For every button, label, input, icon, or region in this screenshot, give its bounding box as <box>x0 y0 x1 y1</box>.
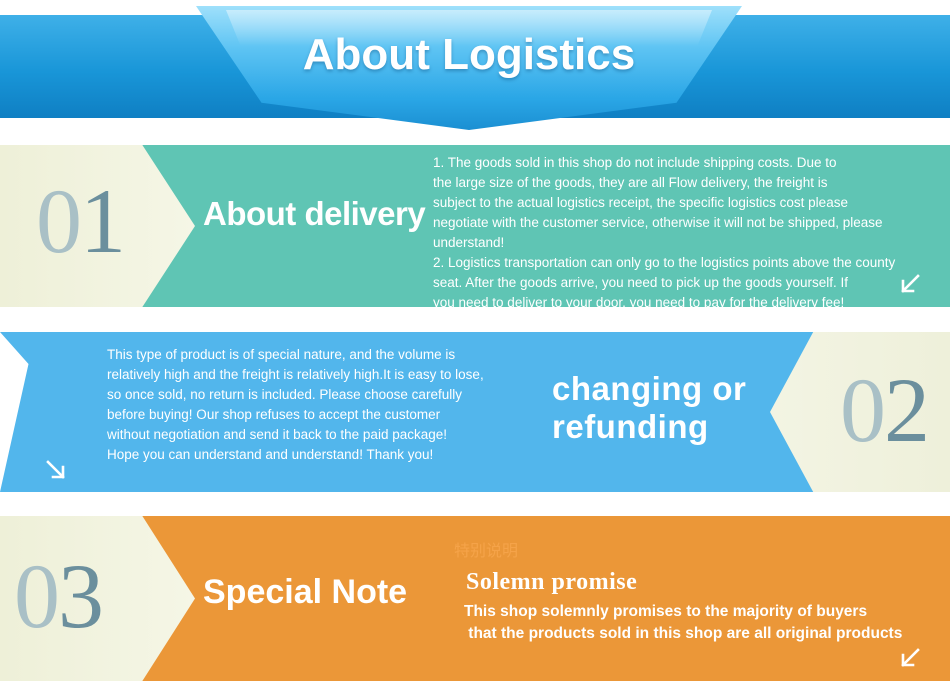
arrow-down-left-icon <box>898 272 922 300</box>
section-03-title: Special Note <box>203 573 408 611</box>
number-digit: 3 <box>58 545 104 647</box>
section-01-line: negotiate with the customer service, oth… <box>433 215 883 230</box>
section-02-line: relatively high and the freight is relat… <box>107 367 484 382</box>
header-shine <box>226 10 712 46</box>
section-01-number-text: 0 <box>36 170 82 272</box>
section-02-line: without negotiation and send it back to … <box>107 427 447 442</box>
section-02-line: This type of product is of special natur… <box>107 347 456 362</box>
page-title: About Logistics <box>302 30 636 79</box>
section-03-number: 03 <box>14 550 104 642</box>
section-02-text: This type of product is of special natur… <box>107 345 537 465</box>
section-01-line: the large size of the goods, they are al… <box>433 175 828 190</box>
number-digit: 2 <box>884 359 930 461</box>
section-01-line: subject to the actual logistics receipt,… <box>433 195 848 210</box>
section-02-number-tab <box>770 332 950 492</box>
section-01-line: you need to deliver to your door, you ne… <box>433 295 845 310</box>
section-02-title: changing or refunding <box>552 370 746 446</box>
section-01-line: 1. The goods sold in this shop do not in… <box>433 155 837 170</box>
section-03-line: This shop solemnly promises to the major… <box>464 603 868 620</box>
section-03-number-text: 0 <box>14 545 60 647</box>
section-02-line: so once sold, no return is included. Ple… <box>107 387 462 402</box>
section-02-title-line: changing or <box>552 370 747 407</box>
section-01-line: understand! <box>433 235 505 250</box>
section-01-line: seat. After the goods arrive, you need t… <box>433 275 848 290</box>
section-01-number: 01 <box>36 175 126 267</box>
section-03-heading: Solemn promise <box>466 569 638 595</box>
arrow-down-right-icon <box>44 458 68 486</box>
section-03-line: that the products sold in this shop are … <box>464 625 903 642</box>
section-01-panel <box>130 145 950 307</box>
section-01-line: 2. Logistics transportation can only go … <box>433 255 896 270</box>
section-01-text: 1. The goods sold in this shop do not in… <box>433 153 931 313</box>
number-digit: 1 <box>80 170 126 272</box>
section-02-title-line: refunding <box>552 408 709 445</box>
arrow-down-left-icon <box>898 646 922 674</box>
section-03-text: This shop solemnly promises to the major… <box>464 601 950 645</box>
section-03-watermark-text: 特别说明 <box>454 543 519 560</box>
section-03-panel <box>120 516 950 681</box>
section-02-line: Hope you can understand and understand! … <box>107 447 434 462</box>
section-02-line: before buying! Our shop refuses to accep… <box>107 407 441 422</box>
section-02-number: 02 <box>840 364 930 456</box>
section-02-number-text: 0 <box>840 359 886 461</box>
section-01-title: About delivery <box>203 195 426 232</box>
